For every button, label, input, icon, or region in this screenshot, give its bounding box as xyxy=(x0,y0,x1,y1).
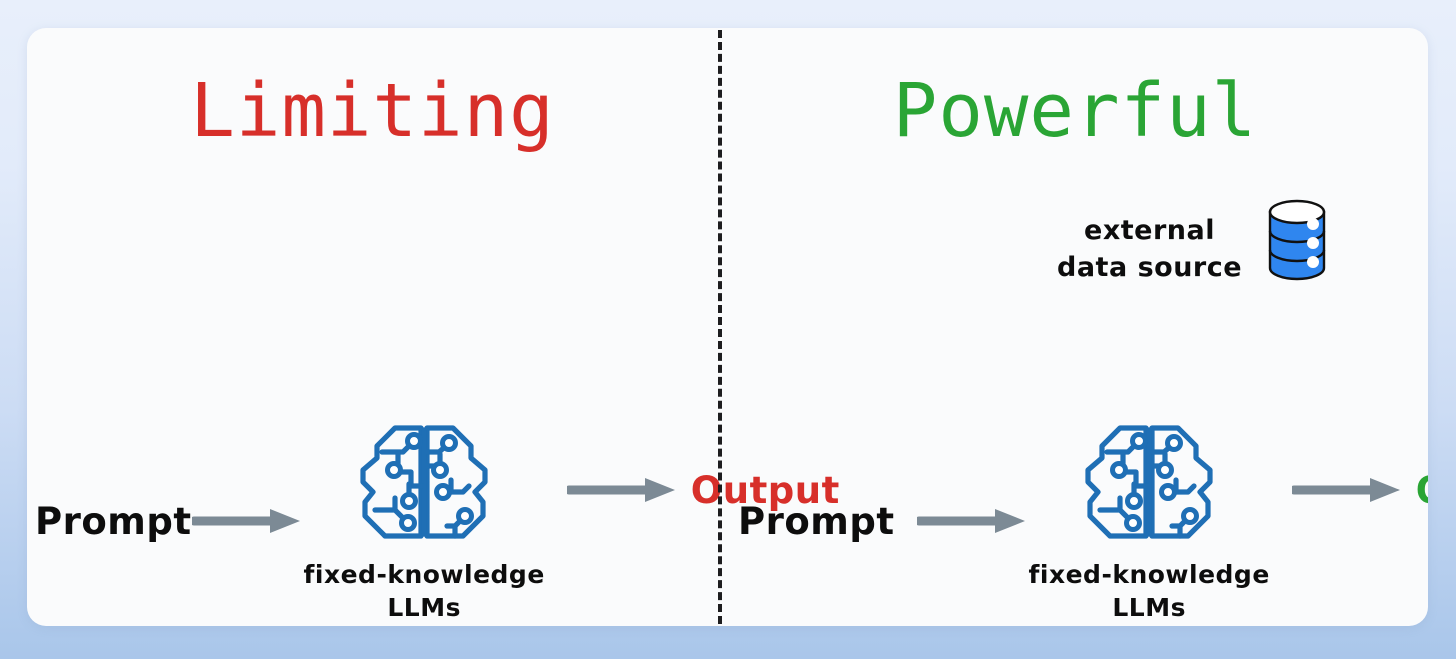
external-data-source-label: external data source xyxy=(1057,215,1243,284)
database-icon xyxy=(1268,199,1326,281)
external-data-source-group: external data source xyxy=(1057,198,1332,287)
circuit-brain-icon-right xyxy=(1085,425,1213,539)
arrow-right-icon-left-out xyxy=(566,478,675,502)
output-label-left: Output xyxy=(690,468,840,512)
arrow-right-icon-right-in xyxy=(916,509,1025,533)
prompt-label-right: Prompt xyxy=(738,499,895,543)
model-caption-right: fixed-knowledge LLMs xyxy=(1028,560,1270,622)
flow-right: Prompt xyxy=(738,418,1428,624)
model-block-left: fixed-knowledge LLMs xyxy=(304,418,545,624)
prompt-label-left: Prompt xyxy=(35,499,192,543)
arrow-right-icon-right-out xyxy=(1291,478,1400,502)
panel-left-heading: Limiting xyxy=(190,68,555,154)
circuit-brain-icon-left xyxy=(360,425,488,539)
model-block-right: fixed-knowledge LLMs xyxy=(1029,418,1270,624)
panel-right-heading: Powerful xyxy=(892,68,1258,154)
panel-limiting: Limiting Prompt xyxy=(27,28,839,626)
panel-divider xyxy=(718,30,722,624)
output-label-right: Output xyxy=(1416,469,1428,512)
arrow-right-icon-left-in xyxy=(191,509,300,533)
panel-powerful: Powerful external data source xyxy=(722,28,1428,626)
model-caption-left: fixed-knowledge LLMs xyxy=(303,560,545,622)
flow-left: Prompt xyxy=(35,418,839,624)
diagram-card: Limiting Prompt xyxy=(27,28,1428,626)
